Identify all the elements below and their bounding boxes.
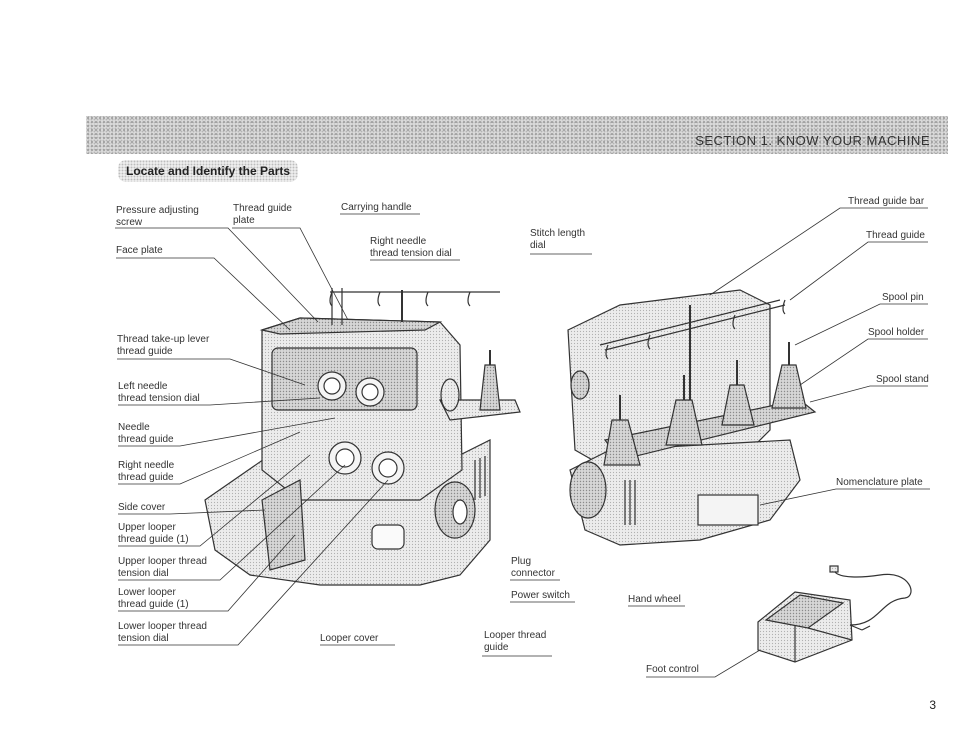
label-spool-stand: Spool stand bbox=[876, 374, 929, 385]
label-side-cover: Side cover bbox=[118, 502, 166, 513]
label-power-switch: Power switch bbox=[511, 590, 570, 601]
label-hand-wheel: Hand wheel bbox=[628, 594, 681, 605]
label-face-plate: Face plate bbox=[116, 245, 163, 256]
rear-view-machine bbox=[567, 289, 817, 546]
label-nomenclature-plate: Nomenclature plate bbox=[836, 477, 923, 488]
label-spool-pin: Spool pin bbox=[882, 292, 924, 303]
label-foot-control: Foot control bbox=[646, 664, 699, 675]
front-view-machine bbox=[204, 288, 521, 586]
foot-control-drawing bbox=[757, 565, 912, 663]
label-looper-cover: Looper cover bbox=[320, 633, 379, 644]
label-thread-guide-bar: Thread guide bar bbox=[848, 196, 925, 207]
label-spool-holder: Spool holder bbox=[868, 327, 925, 338]
label-thread-guide: Thread guide bbox=[866, 230, 925, 241]
page-subheading: Locate and Identify the Parts bbox=[118, 160, 299, 182]
page-number: 3 bbox=[929, 698, 936, 712]
section-banner: SECTION 1. KNOW YOUR MACHINE bbox=[86, 116, 948, 154]
leader-lines bbox=[115, 207, 930, 678]
section-title: SECTION 1. KNOW YOUR MACHINE bbox=[695, 133, 930, 148]
label-carrying-handle: Carrying handle bbox=[341, 202, 412, 213]
